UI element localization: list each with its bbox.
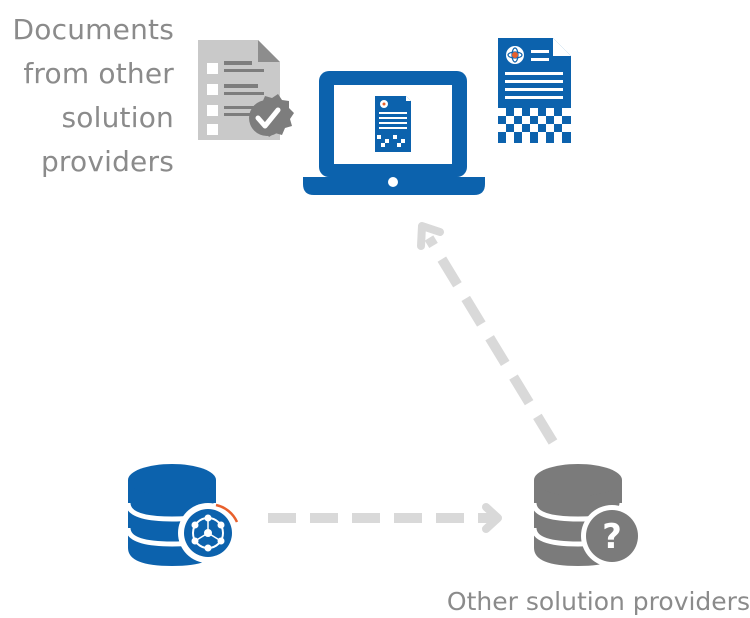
gray-database-question-icon: ? [531, 464, 643, 567]
documents-label-line-1: Documents [12, 13, 174, 46]
dashed-arrow-right [268, 503, 502, 533]
blue-database-icon [125, 464, 239, 566]
dashed-arrow-up-left [417, 222, 558, 445]
documents-label-line-3: solution [61, 101, 174, 134]
laptop-icon [303, 71, 485, 195]
documents-label-line-4: providers [40, 145, 174, 178]
question-mark-glyph: ? [602, 517, 622, 557]
documents-from-other-providers-label: Documents from other solution providers [0, 8, 174, 184]
checked-document-icon [198, 40, 294, 140]
screen-document-icon [375, 96, 411, 152]
blue-document-icon [498, 38, 571, 143]
other-solution-providers-label: Other solution providers [446, 587, 750, 616]
documents-label-line-2: from other [23, 57, 174, 90]
